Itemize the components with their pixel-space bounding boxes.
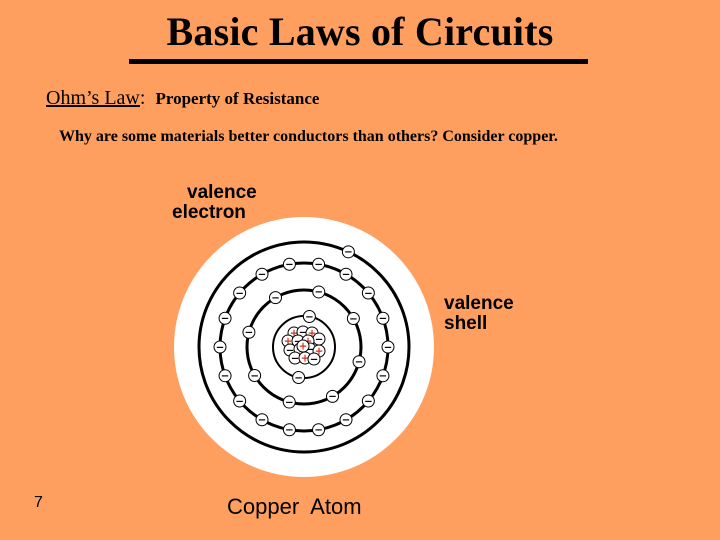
- svg-text:−: −: [364, 396, 373, 407]
- svg-text:−: −: [314, 425, 323, 436]
- svg-text:−: −: [305, 312, 314, 323]
- valence-electron-label-line2: electron: [172, 202, 246, 223]
- electron: −: [312, 257, 326, 271]
- valence-electron-label: valence electron: [172, 183, 257, 223]
- shell-4: [197, 240, 411, 454]
- svg-text:−: −: [364, 288, 373, 299]
- electron: −: [312, 423, 326, 437]
- svg-text:−: −: [315, 334, 324, 345]
- electrons: −−−−−−−−−−−−−−−−−−−−−−−−−−−−−: [213, 245, 395, 437]
- svg-text:−: −: [250, 371, 259, 382]
- svg-text:−: −: [349, 314, 358, 325]
- electron: −: [233, 286, 247, 300]
- svg-text:−: −: [379, 314, 388, 325]
- electron: −: [218, 369, 232, 383]
- valence-shell-label-line2: shell: [444, 313, 488, 334]
- svg-text:−: −: [299, 327, 308, 338]
- electron: −: [339, 413, 353, 427]
- valence-shell-label-line1: valence: [444, 293, 514, 314]
- svg-text:−: −: [306, 344, 315, 355]
- electron: −: [255, 413, 269, 427]
- svg-text:−: −: [285, 425, 294, 436]
- svg-text:−: −: [291, 353, 300, 364]
- svg-text:−: −: [258, 415, 267, 426]
- svg-text:+: +: [315, 346, 324, 357]
- electron: −: [213, 340, 227, 354]
- shell-2: [245, 288, 363, 406]
- svg-text:−: −: [328, 392, 337, 403]
- svg-text:−: −: [245, 328, 254, 339]
- law-heading: Ohm’s Law: Property of Resistance: [46, 87, 319, 110]
- electron: −: [242, 325, 256, 339]
- electron: −: [376, 311, 390, 325]
- svg-text:−: −: [216, 342, 225, 353]
- diagram-caption: Copper Atom: [227, 494, 362, 519]
- svg-text:−: −: [342, 415, 351, 426]
- title-underline: [129, 59, 588, 64]
- svg-text:−: −: [379, 371, 388, 382]
- svg-text:−: −: [285, 397, 294, 408]
- svg-text:−: −: [271, 293, 280, 304]
- electron: −: [346, 312, 360, 325]
- svg-text:+: +: [304, 336, 313, 347]
- electron: −: [233, 394, 247, 408]
- svg-text:−: −: [294, 373, 303, 384]
- electron: −: [352, 355, 366, 369]
- valence-shell-label: valence shell: [444, 294, 514, 334]
- svg-text:+: +: [308, 328, 317, 339]
- svg-text:+: +: [299, 341, 308, 352]
- proton: +: [296, 339, 310, 353]
- electron: −: [312, 285, 326, 299]
- valence-electron-label-line1: valence: [187, 182, 257, 203]
- electron: −: [269, 291, 282, 305]
- svg-text:+: +: [284, 336, 293, 347]
- electron: −: [302, 309, 316, 323]
- electron: −: [282, 423, 296, 437]
- law-subtitle: Property of Resistance: [155, 89, 320, 108]
- svg-text:+: +: [290, 328, 299, 339]
- svg-text:−: −: [221, 371, 230, 382]
- electron: −: [339, 267, 353, 281]
- electron: −: [292, 371, 306, 385]
- slide-title: Basic Laws of Circuits: [166, 9, 554, 54]
- electron: −: [381, 340, 395, 354]
- svg-text:−: −: [314, 287, 323, 298]
- law-name: Ohm’s Law: [46, 87, 140, 109]
- svg-text:−: −: [294, 336, 303, 347]
- svg-text:−: −: [310, 354, 319, 365]
- electron: −: [218, 311, 232, 325]
- law-colon: :: [139, 87, 146, 109]
- svg-text:−: −: [342, 270, 351, 281]
- svg-text:+: +: [301, 353, 310, 364]
- neutron: −: [312, 332, 326, 346]
- electron: −: [255, 267, 269, 281]
- svg-text:−: −: [286, 345, 295, 356]
- electron: −: [341, 245, 355, 259]
- question-text: Why are some materials better conductors…: [59, 128, 558, 145]
- svg-text:−: −: [235, 396, 244, 407]
- svg-text:−: −: [285, 260, 294, 271]
- electron: −: [376, 369, 390, 383]
- nucleus: +−+−+−+−+−+−+−+: [281, 325, 326, 366]
- svg-text:−: −: [314, 260, 323, 271]
- svg-text:−: −: [384, 342, 393, 353]
- electron: −: [361, 394, 375, 408]
- electron: −: [282, 257, 296, 271]
- svg-text:−: −: [344, 247, 353, 258]
- electron: −: [361, 286, 375, 300]
- electron: −: [326, 389, 339, 403]
- electron: −: [248, 369, 262, 382]
- page-number: 7: [34, 494, 43, 511]
- neutron: −: [307, 352, 321, 366]
- svg-text:−: −: [221, 314, 230, 325]
- svg-text:−: −: [235, 288, 244, 299]
- svg-text:−: −: [355, 357, 364, 368]
- svg-text:−: −: [258, 270, 267, 281]
- electron: −: [282, 395, 296, 409]
